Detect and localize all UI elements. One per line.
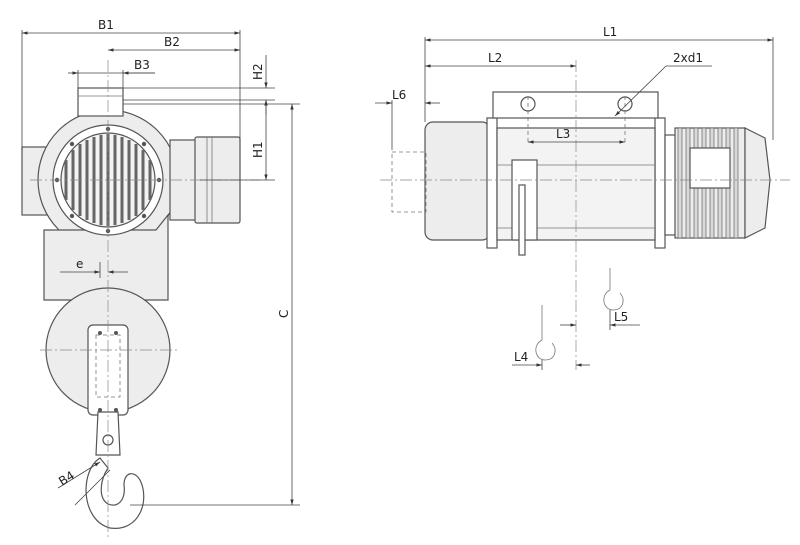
terminal-box: [689, 147, 731, 189]
side-dimensions: L1 L2 2xd1 L3 L6 L5 L4: [375, 25, 774, 370]
end-cover: [424, 121, 491, 241]
flange-bolts: [54, 126, 162, 234]
limit-switch-rod: [518, 184, 526, 256]
label-L2: L2: [488, 51, 502, 65]
hook-shank: [95, 411, 121, 456]
right-side-plate: [654, 117, 666, 249]
label-L1: L1: [603, 25, 617, 39]
hook-position-left: [535, 305, 556, 361]
hanger-body: [43, 213, 169, 301]
left-side-plate: [486, 117, 498, 249]
label-B1: B1: [98, 18, 114, 32]
side-view: [380, 60, 790, 370]
label-B2: B2: [164, 35, 180, 49]
front-view: [21, 60, 260, 540]
label-e: e: [76, 257, 83, 271]
hook: [85, 457, 145, 529]
label-H1: H1: [251, 141, 265, 158]
top-mount: [77, 87, 124, 117]
label-L4: L4: [514, 350, 528, 364]
label-H2: H2: [251, 63, 265, 80]
label-B4: B4: [56, 468, 77, 488]
motor-fan-cover: [744, 127, 771, 239]
label-hole-diameter: 2xd1: [673, 51, 703, 65]
label-C: C: [277, 310, 291, 318]
mounting-bracket: [492, 91, 659, 119]
label-B3: B3: [134, 58, 150, 72]
label-L5: L5: [614, 310, 628, 324]
hook-position-right: [603, 268, 624, 311]
label-L6: L6: [392, 88, 406, 102]
label-L3: L3: [556, 127, 570, 141]
